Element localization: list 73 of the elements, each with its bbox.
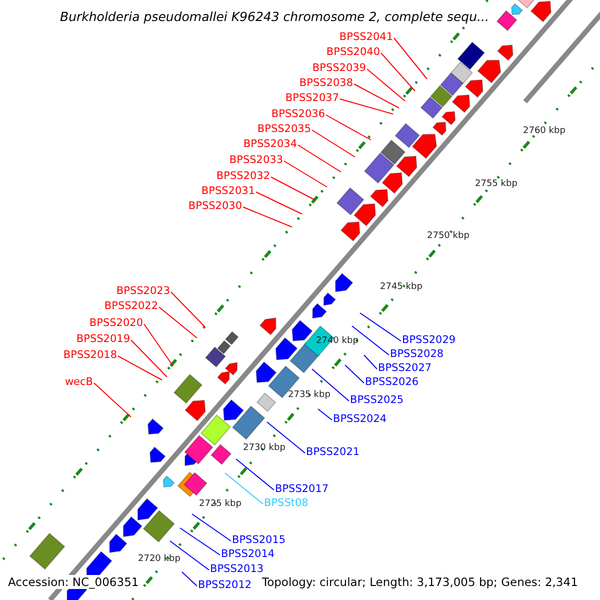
gene-label: BPSS2036 [271,107,325,121]
leader-line [298,144,342,172]
scale-label: 2730 kbp [243,442,286,455]
scale-label: 2720 kbp [138,553,180,566]
gene-label: BPSS2032 [216,169,270,183]
gene-label: wecB [64,375,93,389]
gene-label: BPSS2031 [201,184,255,198]
leader-line [360,312,402,342]
scale-label: 2755 kbp [475,178,518,191]
gene-label: BPSS2028 [390,347,444,361]
gene-label: BPSS2024 [333,412,387,426]
gene-label: BPSS2035 [257,122,311,136]
gene-label: BPSS2014 [221,547,275,561]
gene-label: BPSS2029 [402,333,456,347]
gene-label: BPSS2015 [232,533,286,547]
leader-line [284,160,328,188]
gene-label: BPSS2023 [116,284,170,298]
leader-line [394,38,428,80]
leader-line [256,192,302,214]
leader-line [170,540,210,570]
scale-label: 2725 kbp [199,498,242,511]
gene-label: BPSS2022 [104,299,158,313]
footer-text: Topology: circular; Length: 3,173,005 bp; Genes: 2,341 [262,575,578,589]
scale-label: 2750 kbp [427,230,470,243]
leader-line [312,130,356,158]
leader-line [118,356,162,380]
leader-line [180,528,220,556]
leader-line [242,206,292,228]
leader-line [340,98,394,114]
scale-label: 2745 kbp [380,281,422,294]
leader-line [192,514,232,542]
gene-label: BPSS2020 [89,316,143,330]
leader-line [94,382,132,418]
gene-label: BPSS2012 [198,578,252,592]
leader-line [170,292,206,328]
leader-line [224,472,264,504]
footer-text: Accession: NC_006351 [8,575,139,589]
leader-line [364,354,378,370]
scale-label: 2760 kbp [523,125,566,138]
scale-label: 2735 kbp [288,389,330,402]
leader-line [270,176,316,200]
leader-line [354,84,400,108]
leader-line [182,572,198,586]
gene-label: BPSS2038 [299,76,353,90]
leader-line [380,52,416,92]
leader-line [352,326,390,356]
leader-line [326,114,372,140]
title: Burkholderia pseudomallei K96243 chromosome 2, complete sequ... [60,10,489,24]
gene-label: BPSS2034 [243,137,297,151]
leader-line [236,458,274,490]
gene-label: BPSS2030 [188,199,242,213]
gene-label: BPSS2040 [326,45,380,59]
gene-label: BPSS2021 [306,445,360,459]
gene-label: BPSS2033 [229,153,283,167]
leader-line [130,340,168,378]
leader-line [266,422,306,454]
gene-label: BPSS2026 [365,375,419,389]
gene-label: BPSS2018 [63,348,117,362]
gene-label: BPSS2017 [275,482,329,496]
gene-label: BPSSt08 [264,496,308,510]
gene-label: BPSS2037 [285,91,339,105]
gene-label: BPSS2019 [76,332,130,346]
leader-line [158,306,198,338]
leader-line [144,324,174,366]
gene-label: BPSS2013 [210,562,264,576]
gene-label: BPSS2041 [339,30,393,44]
leader-line [318,408,332,420]
leader-line [366,68,406,102]
leader-line [312,368,350,402]
leader-line [344,364,364,384]
gene-label: BPSS2039 [312,61,366,75]
gene-label: BPSS2025 [350,393,404,407]
gene-label: BPSS2027 [378,361,432,375]
